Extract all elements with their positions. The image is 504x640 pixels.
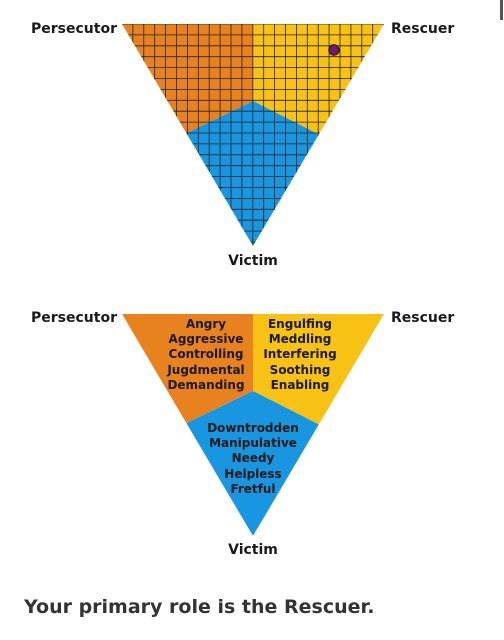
victim-trait: Helpless	[224, 466, 282, 481]
victim-trait: Manipulative	[209, 436, 297, 451]
trait-triangle	[122, 314, 384, 536]
result-message: Your primary role is the Rescuer.	[24, 596, 375, 618]
rescuer-region	[253, 314, 384, 425]
persecutor-trait: Angry	[185, 317, 227, 331]
victim-region	[186, 391, 320, 536]
persecutor-trait: Aggressive	[168, 332, 244, 347]
rescuer-label-bottom: Rescuer	[391, 310, 455, 326]
rescuer-trait: Meddling	[268, 332, 332, 347]
persecutor-trait: Controlling	[168, 347, 244, 362]
scrollbar-thumb[interactable]	[500, 0, 503, 20]
victim-label-bottom: Victim	[228, 542, 278, 558]
selection-marker[interactable]	[328, 44, 340, 56]
persecutor-label-top: Persecutor	[31, 21, 117, 37]
persecutor-region	[122, 314, 253, 426]
grid-triangle[interactable]	[0, 0, 504, 260]
rescuer-trait: Soothing	[269, 362, 331, 377]
rescuer-trait: Enabling	[270, 377, 330, 392]
persecutor-label-bottom: Persecutor	[31, 310, 117, 326]
victim-label-top: Victim	[228, 253, 278, 269]
victim-trait: Downtrodden	[207, 421, 299, 435]
victim-trait: Needy	[231, 451, 275, 466]
persecutor-trait: Demanding	[167, 377, 245, 392]
rescuer-label-top: Rescuer	[391, 21, 455, 37]
persecutor-trait: Jugdmental	[167, 362, 245, 377]
rescuer-trait: Interfering	[263, 347, 337, 362]
rescuer-trait: Engulfing	[267, 317, 332, 331]
victim-trait: Fretful	[230, 481, 276, 496]
